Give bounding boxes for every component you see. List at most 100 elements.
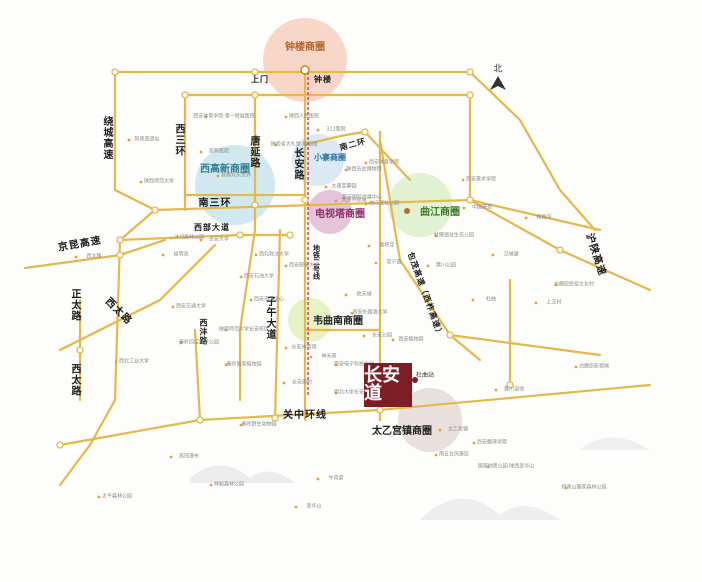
zhonglou-marker (300, 65, 310, 75)
poi-dot (334, 199, 338, 203)
poi-dot (97, 495, 101, 499)
poi-dot (334, 391, 338, 395)
poi-dot (284, 346, 288, 350)
poi-label: 西安体育学院 (368, 159, 400, 166)
poi-label: 翠华山 (306, 503, 322, 510)
junction-dot (181, 91, 189, 99)
road-guanzhong (58, 383, 652, 447)
poi-label: 西安邮电大学 (288, 262, 320, 269)
poi-label: 大唐不夜城 (341, 197, 367, 204)
circle-title-weiqu: 韦曲南商圈 (313, 316, 363, 327)
road-label-guanzhong: 关中环线 (283, 410, 327, 421)
poi-dot (171, 305, 175, 309)
poi-dot (239, 423, 243, 427)
poi-dot (324, 185, 328, 189)
poi-dot (564, 486, 568, 490)
poi-dot (139, 180, 143, 184)
poi-dot (461, 178, 465, 182)
poi-dot (161, 253, 165, 257)
poi-dot (204, 115, 208, 119)
poi-dot (127, 138, 131, 142)
mountain-shape (580, 437, 650, 450)
junction-dot (376, 406, 384, 414)
gaoxin-circle (195, 145, 275, 225)
project-logo[interactable]: 长安道 (364, 363, 412, 407)
junction-dot (196, 416, 204, 424)
poi-label: 西安市民中心 (253, 296, 285, 303)
poi-dot (294, 505, 298, 509)
poi-dot (471, 298, 475, 302)
metro-label-line2: 地铁二号线 (312, 244, 321, 280)
poi-label: 白鹿原影视城 (578, 363, 610, 370)
poi-label: 西北政法大学 (258, 251, 290, 258)
road-label-tangyan: 唐延路 (248, 135, 259, 169)
poi-dot (274, 143, 278, 147)
poi-dot (284, 115, 288, 119)
poi-label: 陕西历史博物馆 (346, 166, 382, 173)
junction-dot (301, 196, 309, 204)
junction-dot (466, 68, 474, 76)
poi-label: 鲸鱼沟 (536, 214, 552, 221)
poi-label: 西安翻译学院 (476, 439, 508, 446)
poi-label: 杜陵遗址生态公园 (433, 232, 475, 239)
road-label-xibudadao: 西部大道 (194, 223, 230, 232)
poi-dot (486, 465, 490, 469)
poi-label: 阿房宫遗址 (134, 136, 160, 143)
poi-dot (316, 477, 320, 481)
road-label-xisanhuan: 西三环 (173, 123, 184, 157)
poi-label: 陕西人民医院 (288, 113, 320, 120)
junction-dot (556, 246, 564, 254)
poi-label: 秦岭野生动物园 (241, 421, 277, 428)
poi-dot (462, 206, 466, 210)
poi-dot (209, 483, 213, 487)
junction-dot (111, 68, 119, 76)
poi-label: 国家地质公园·陕西翠华山 (477, 463, 535, 470)
poi-label: 牛背梁 (328, 475, 344, 482)
poi-label: 杜曲 (485, 296, 497, 303)
poi-dot (169, 236, 173, 240)
dianshita-circle (308, 190, 352, 234)
logo-text: 长安道 (364, 365, 400, 404)
poi-label: 大唐芙蓉园 (331, 183, 357, 190)
road-baoxian (378, 138, 482, 362)
poi-dot (216, 174, 220, 178)
road-label-xihe: 西沣路 (199, 318, 208, 346)
poi-label: 秦岭国家植物园 (226, 361, 262, 368)
poi-label: 高新医院 (208, 148, 230, 155)
poi-dot (199, 238, 203, 242)
poi-label: 西安植物园 (398, 336, 424, 343)
poi-dot (491, 253, 495, 257)
compass-north-label: 北 (493, 64, 503, 75)
poi-label: 樊川公园 (435, 262, 457, 269)
poi-dot (350, 311, 354, 315)
poi-dot (391, 338, 395, 342)
poi-dot (494, 388, 498, 392)
poi-label: 终南山国家森林公园 (561, 484, 607, 491)
road-huyuan (468, 198, 652, 292)
poi-label: 汉城湖 (503, 251, 519, 258)
road-label-changan: 长安路 (292, 147, 303, 181)
mountain-shape (190, 465, 295, 483)
poi-label: 中国唐苑 (471, 204, 493, 211)
poi-dot (224, 328, 228, 332)
poi-dot (344, 293, 348, 297)
road-label-zhengtai: 正太路 (69, 288, 80, 322)
circle-title-gaoxin: 西高新商圈 (200, 164, 250, 175)
road-connector (448, 333, 602, 357)
poi-dot (179, 341, 183, 345)
poi-dot (316, 128, 320, 132)
poi-label: 322医院 (326, 126, 346, 133)
poi-label: 陕西师范大学 (143, 178, 175, 185)
junction-dot (151, 206, 159, 214)
poi-label: 西太路 (86, 253, 102, 260)
junction-dot (116, 236, 124, 244)
poi-label: 长安体育场 (291, 344, 317, 351)
poi-label: 长安大学 (208, 236, 230, 243)
mountain-shape (420, 498, 560, 520)
poi-dot (524, 216, 528, 220)
poi-label: 长安唐村 (291, 379, 313, 386)
circle-title-zhonglou: 钟楼商圈 (285, 42, 325, 53)
poi-label: 太平森林公园 (101, 493, 133, 500)
